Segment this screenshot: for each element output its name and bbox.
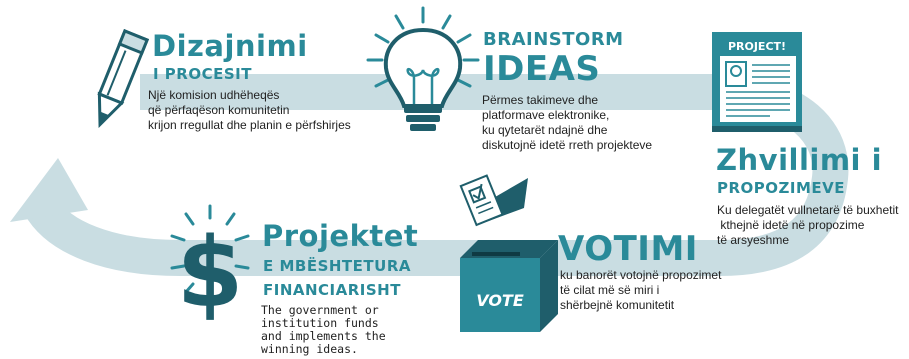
vote-desc-line: të cilat më së miri i: [560, 283, 660, 297]
fund-desc-line: institution funds: [261, 316, 379, 330]
fund-subtitle-2: FINANCIARISHT: [263, 281, 401, 299]
fund-desc-line: The government or: [261, 303, 379, 317]
fund-subtitle-1: E MBËSHTETURA: [263, 257, 411, 275]
design-desc-line: krijon rregullat dhe planin e përfshirje…: [148, 118, 351, 132]
brainstorm-title-top: BRAINSTORM: [483, 29, 624, 50]
ballot-box-icon: VOTE: [459, 174, 558, 332]
design-desc-line: që përfaqëson komunitetin: [148, 103, 290, 117]
fund-title: Projektet: [262, 219, 419, 253]
vote-title: VOTIMI: [558, 229, 698, 269]
vote-desc-line: shërbejnë komunitetit: [560, 298, 675, 312]
develop-desc-line: të arsyeshme: [717, 233, 790, 247]
design-description: Një komision udhëheqës që përfaqëson kom…: [148, 88, 351, 133]
fund-description: The government or institution funds and …: [261, 304, 386, 356]
ballot-box-label: VOTE: [476, 291, 524, 310]
develop-desc-line: kthejnë idetë në propozime: [717, 218, 865, 232]
project-document-label: PROJECT!: [728, 40, 786, 53]
fund-desc-line: and implements the: [261, 329, 386, 343]
vote-description: ku banorët votojnë propozimet të cilat m…: [560, 268, 721, 313]
brainstorm-title: IDEAS: [483, 49, 601, 89]
design-title: Dizajnimi: [152, 29, 308, 63]
brainstorm-desc-line: platformave elektronike,: [482, 108, 610, 122]
vote-desc-line: ku banorët votojnë propozimet: [560, 268, 722, 282]
cycle-arrow-tail: [140, 74, 202, 110]
design-desc-line: Një komision udhëheqës: [148, 88, 280, 102]
project-document-icon: PROJECT!: [712, 32, 802, 132]
design-subtitle: I PROCESIT: [153, 65, 252, 83]
brainstorm-desc-line: Përmes takimeve dhe: [482, 93, 599, 107]
dollar-icon: $: [170, 204, 250, 329]
develop-desc-line: Ku delegatët vullnetarë të buxhetit: [717, 203, 899, 217]
brainstorm-desc-line: ku qytetarët ndajnë dhe: [482, 123, 608, 137]
develop-description: Ku delegatët vullnetarë të buxhetit kthe…: [717, 203, 898, 248]
develop-title: Zhvillimi i: [716, 143, 883, 177]
develop-subtitle: PROPOZIMEVE: [717, 179, 846, 197]
cycle-arrow-head: [10, 158, 88, 222]
brainstorm-description: Përmes takimeve dhe platformave elektron…: [482, 93, 652, 153]
brainstorm-desc-line: diskutojnë idetë rreth projekteve: [482, 138, 653, 152]
lightbulb-icon: [366, 6, 480, 131]
fund-desc-line: winning ideas.: [261, 342, 358, 356]
pencil-icon: [97, 29, 150, 129]
svg-text:$: $: [177, 217, 244, 329]
